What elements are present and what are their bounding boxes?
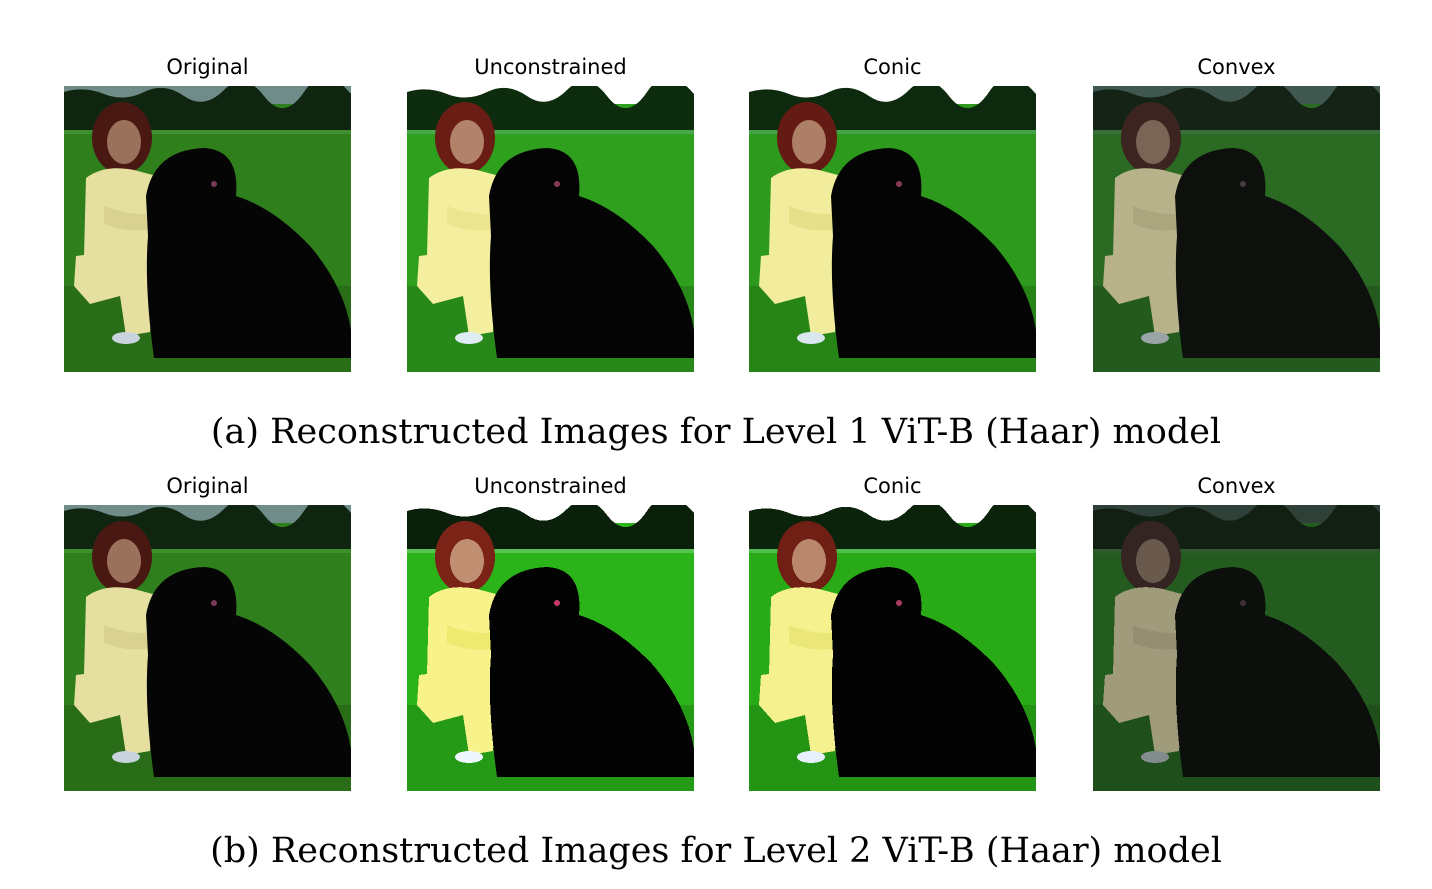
image-convex-b	[1093, 505, 1380, 791]
image-original-b	[64, 505, 351, 791]
panel-title-original-b: Original	[166, 474, 249, 498]
caption-a: (a) Reconstructed Images for Level 1 ViT…	[210, 412, 1222, 452]
image-conic-b	[749, 505, 1036, 791]
panel-title-unconstrained-a: Unconstrained	[474, 55, 627, 79]
panel-title-convex-a: Convex	[1197, 55, 1276, 79]
panel-title-unconstrained-b: Unconstrained	[474, 474, 627, 498]
caption-b: (b) Reconstructed Images for Level 2 ViT…	[210, 831, 1222, 871]
panel-title-conic-b: Conic	[863, 474, 922, 498]
image-conic-a	[749, 86, 1036, 372]
panel-title-conic-a: Conic	[863, 55, 922, 79]
image-unconstrained-a	[407, 86, 694, 372]
panel-title-convex-b: Convex	[1197, 474, 1276, 498]
image-unconstrained-b	[407, 505, 694, 791]
panel-title-original-a: Original	[166, 55, 249, 79]
image-convex-a	[1093, 86, 1380, 372]
image-original-a	[64, 86, 351, 372]
